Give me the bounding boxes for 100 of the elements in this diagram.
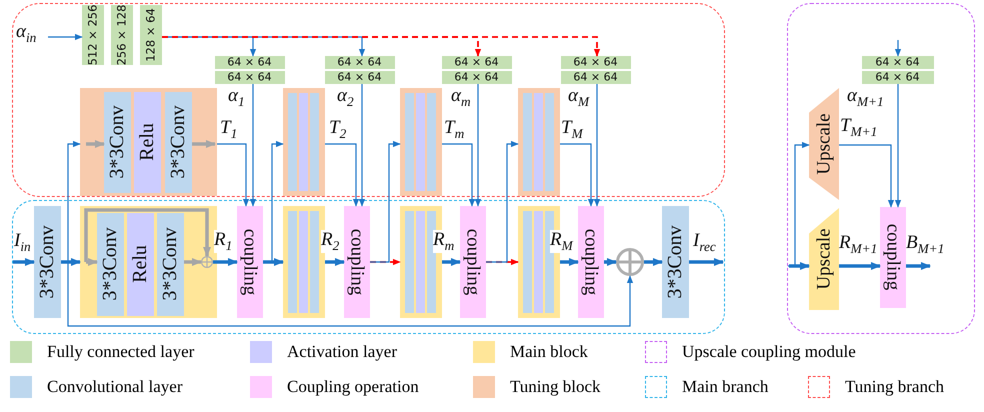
upscale-block: Upscale [808,208,838,310]
coupling-block: coupling [236,206,262,318]
fc-layer: 64 × 64 [862,70,934,84]
edge-label: B$_{M+1}$ [906,233,944,256]
fc-layer: 64 × 64 [324,70,394,84]
fc-layer: 64 × 64 [214,70,284,84]
legend-label: Main branch [682,377,768,398]
fc-layer: 64 × 64 [214,56,284,68]
legend-label: Fully connected layer [47,342,194,362]
arrow [560,143,594,207]
arrow [906,262,931,270]
dashed-arrow [162,36,600,57]
arrow [594,84,600,207]
arrow [486,140,519,263]
conv-layer: 3*3Conv [662,206,688,318]
fc-layer: 64 × 64 [324,56,394,68]
conv-layer [426,92,436,190]
arrow [13,258,35,266]
main-block [518,206,560,318]
activation-layer: Relu [134,92,160,192]
legend-label: Tuning branch [845,377,944,398]
legend-label: Upscale coupling module [682,342,856,362]
dashed-arrow [486,258,519,266]
arrow [263,258,284,266]
edge-label: I$_{rec}$ [693,231,716,254]
tuning-block [80,88,216,196]
conv-layer: 3*3Conv [96,212,124,316]
arrow [644,258,663,266]
fc-layer: 64 × 64 [862,56,934,68]
arrow [474,84,482,207]
arrow [86,140,105,148]
arrow [894,84,902,208]
dashed-region [12,200,725,334]
arrow [48,34,83,40]
arrow [184,258,202,266]
fc-layer: 128 × 64 [140,4,162,64]
upscale-block: Upscale [808,88,838,200]
fc-layer: 512 × 256 [82,4,104,64]
legend-label: Activation layer [287,342,397,362]
arrow [370,140,401,263]
legend-label: Convolutional layer [47,377,183,398]
tuning-block [282,88,324,196]
dashed-region [12,3,725,197]
legend-label: Coupling operation [287,377,419,398]
arrow [894,40,902,57]
conv-layer [310,92,318,190]
fc-layer: 64 × 64 [560,56,630,68]
arrow [839,262,881,270]
fc-layer: 64 × 64 [442,56,512,68]
conv-layer [288,92,296,190]
activation-layer [534,92,542,190]
coupling-block: coupling [344,206,370,318]
conv-layer: 3*3Conv [156,212,184,316]
activation-layer [416,92,424,190]
arrow [839,144,894,208]
arrow [84,208,211,262]
arrow [442,143,476,207]
arrow [325,143,360,207]
conv-layer: 3*3Conv [104,92,130,192]
coupling-block: coupling [880,206,906,308]
arrow [263,140,284,263]
conv-layer [522,210,532,312]
conv-layer [404,210,414,312]
arrow [250,84,256,207]
conv-layer [522,92,532,190]
arrow [217,143,250,207]
arrow [86,258,98,266]
edge-label: R$_{2}$ [321,230,340,254]
coupling-block: coupling [578,206,604,318]
edge-label: R$_{M}$ [550,230,573,254]
arrow [358,84,366,207]
arrow [61,258,81,266]
conv-layer [544,92,554,190]
conv-layer: 3*3Conv [34,206,60,318]
legend-label: Main block [510,342,588,362]
arrow [689,258,724,266]
arrow [442,258,461,266]
activation-layer [534,210,542,312]
arrow [192,140,216,148]
edge-label: R$_{m}$ [433,230,454,254]
tuning-block [518,88,560,196]
sum-node [200,256,212,268]
coupling-block: coupling [460,206,486,318]
dashed-arrow [370,258,401,266]
fc-layer: 64 × 64 [442,70,512,84]
activation-layer [416,210,424,312]
conv-layer: 3*3Conv [164,92,192,192]
conv-layer [288,210,296,312]
legend-label: Tuning block [510,377,601,398]
conv-layer [404,92,414,190]
fc-layer: 64 × 64 [560,70,630,84]
activation-layer: Relu [126,212,154,316]
conv-layer [310,210,318,312]
arrow [604,258,617,266]
arrow [788,142,810,267]
arrow [325,258,345,266]
arrow [213,258,238,266]
activation-layer [298,210,308,312]
fc-layer: 256 × 128 [110,4,132,64]
sum-node [616,248,644,276]
